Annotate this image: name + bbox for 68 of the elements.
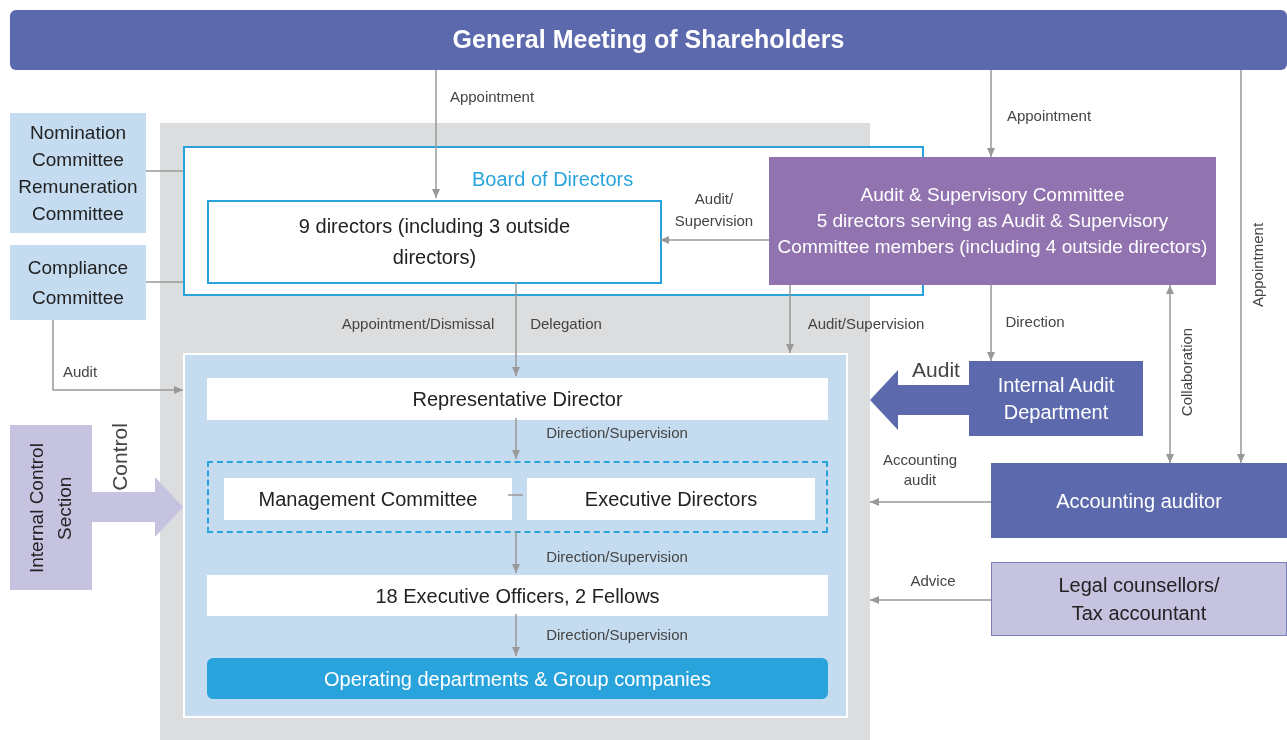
edge-label: Appointment <box>1247 222 1267 308</box>
department-box <box>969 361 1143 436</box>
block-arrow <box>92 477 183 537</box>
arrow <box>869 498 992 506</box>
connector-line <box>507 494 524 496</box>
edge-label: Collaboration <box>1176 327 1196 417</box>
edge-label: Audit/ Supervision <box>673 189 755 231</box>
role-box <box>224 478 512 520</box>
edge-label: Appointment <box>1006 105 1092 126</box>
edge-label: Direction/Supervision <box>546 624 688 645</box>
edge-label: Audit/Supervision <box>807 313 925 334</box>
directors-box <box>207 200 662 284</box>
node-label: Internal Audit Department <box>996 372 1116 425</box>
node-label: 9 directors (including 3 outside directors) <box>297 214 572 270</box>
arrow <box>512 281 520 377</box>
arrow <box>987 69 995 158</box>
node-label: Representative Director <box>412 387 623 412</box>
node-label: Legal counsellors/ Tax accountant <box>1057 573 1221 626</box>
node-label: Accounting auditor <box>1056 488 1222 514</box>
role-box <box>207 575 828 616</box>
arrow <box>512 613 520 657</box>
committee-box <box>769 157 1216 285</box>
dashed-group <box>207 461 828 533</box>
role-box <box>207 378 828 420</box>
node-label: Internal Control Section <box>25 441 76 575</box>
arrow <box>1166 284 1174 464</box>
committee-box <box>10 245 146 320</box>
connector-line <box>145 170 184 172</box>
arrow <box>659 236 770 244</box>
arrow <box>869 596 992 604</box>
advisor-box <box>991 562 1287 636</box>
committee-box <box>10 113 146 233</box>
section-box <box>10 425 92 590</box>
node-label: Board of Directors <box>472 167 634 192</box>
node-label: Audit & Supervisory Committee <box>860 183 1125 207</box>
auditor-box <box>991 463 1287 538</box>
node-label: Nomination Committee Remuneration Committee <box>17 121 139 226</box>
arrow <box>52 319 184 394</box>
arrow <box>512 417 520 460</box>
node-label: Management Committee <box>258 487 478 512</box>
role-box <box>527 478 815 520</box>
connector-line <box>145 281 184 283</box>
arrow <box>987 284 995 362</box>
node-label: General Meeting of Shareholders <box>452 24 845 56</box>
edge-label: Direction/Supervision <box>546 546 688 567</box>
role-box <box>207 658 828 699</box>
node-label: Operating departments & Group companies <box>324 666 711 692</box>
edge-label: Audit <box>912 357 960 384</box>
header-bar <box>10 10 1287 70</box>
node-label: Executive Directors <box>584 487 758 512</box>
arrow <box>786 284 794 354</box>
annotation-text: Delegation <box>530 313 602 334</box>
edge-label: Appointment <box>449 86 535 107</box>
edge-label: Advice <box>910 570 956 591</box>
node-label: 18 Executive Officers, 2 Fellows <box>375 583 660 609</box>
arrow <box>512 530 520 574</box>
arrow <box>1237 69 1245 464</box>
edge-label: Direction/Supervision <box>546 422 688 443</box>
edge-label: Audit <box>62 361 98 382</box>
arrow <box>432 69 440 199</box>
edge-label: Appointment/Dismissal <box>341 313 495 334</box>
edge-label: Direction <box>1005 311 1065 332</box>
block-arrow <box>870 370 969 430</box>
executive-area <box>183 353 848 718</box>
edge-label: Accounting audit <box>881 450 959 490</box>
edge-label: Control <box>107 423 133 491</box>
node-description: 5 directors serving as Audit & Supervisory Committee members (including 4 outside directors) <box>777 209 1208 259</box>
node-label: Compliance Committee <box>26 255 130 310</box>
